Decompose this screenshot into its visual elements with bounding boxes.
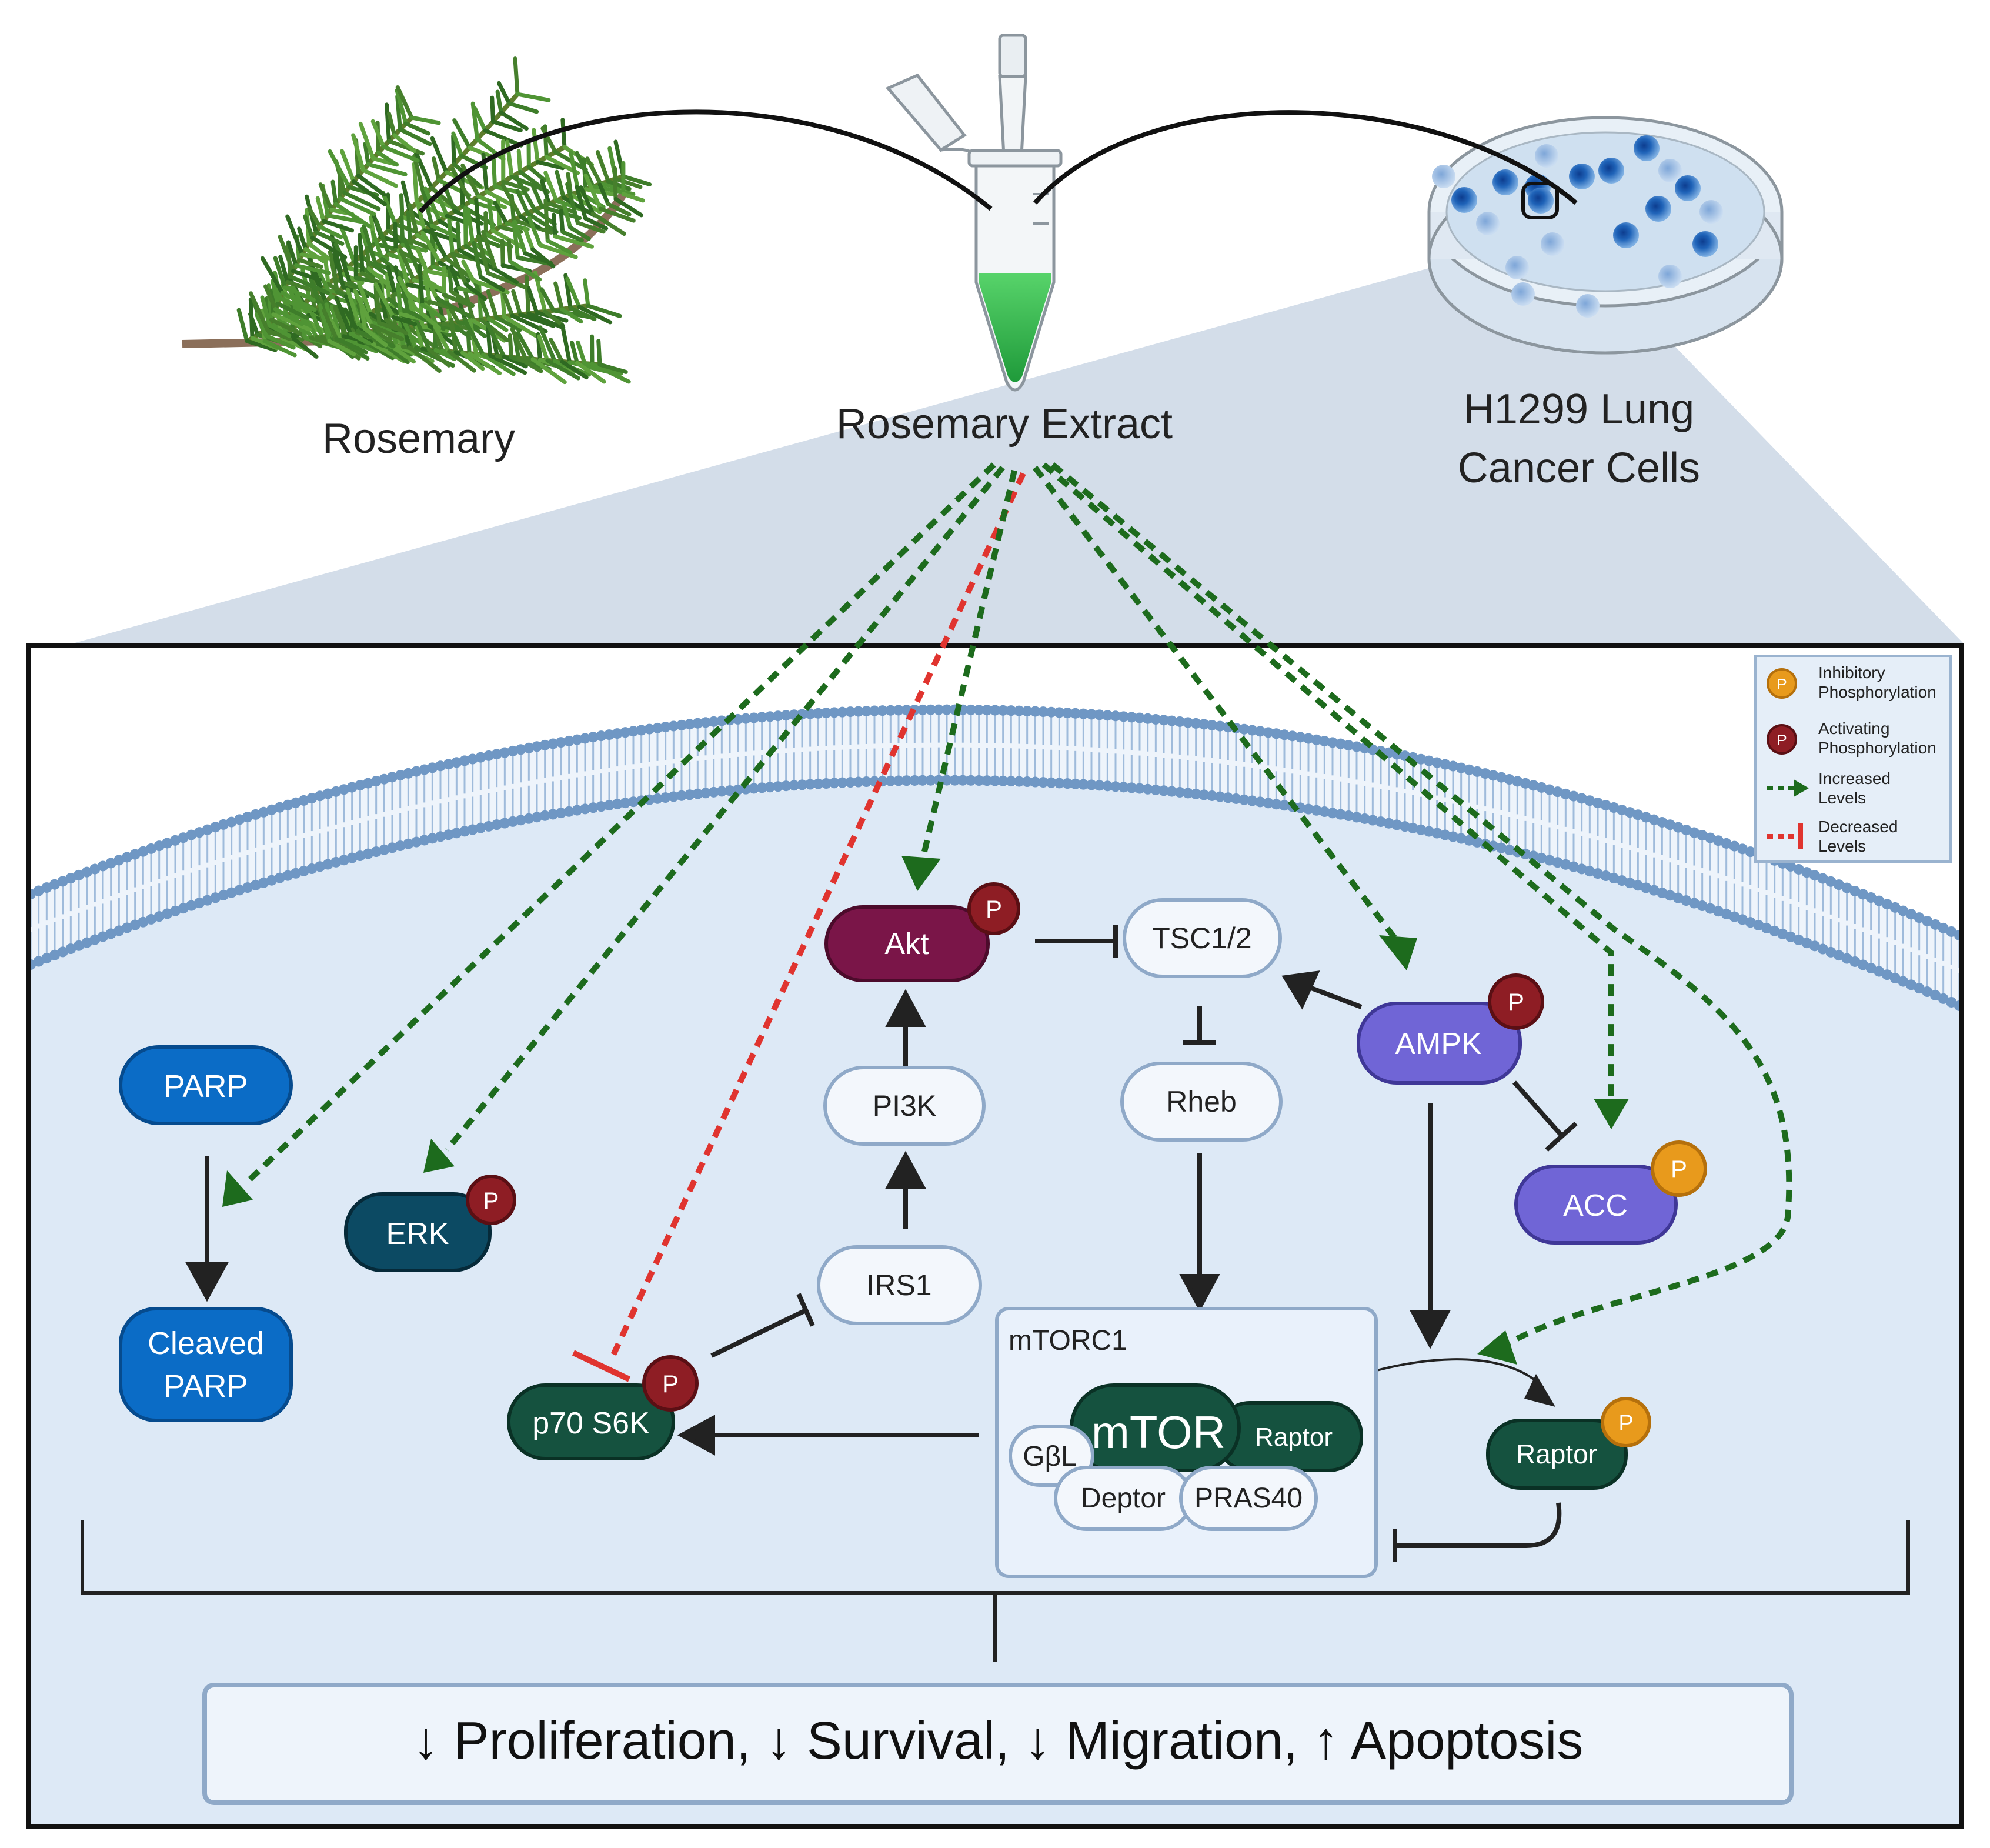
erk-node [344,1192,492,1272]
ampk-phospho-label: P [1508,988,1524,1016]
deptor-label: Deptor [1081,1483,1166,1514]
legend: P Inhibitory Phosphorylation P Activatin… [1754,655,1952,863]
p70-node [507,1383,675,1460]
rosemary-illustration [182,56,652,385]
ampk-node [1357,1002,1522,1085]
petri-dish-illustration [1427,116,1784,355]
gbl-label: GβL [1023,1441,1077,1472]
pras40-label: PRAS40 [1194,1483,1303,1514]
tube-illustration [885,34,1063,392]
mtorc1-complex: mTORC1 Raptor mTOR GβL Deptor PRAS40 [995,1307,1378,1578]
dashed-edges [245,462,1792,1360]
cells-label-line1: H1299 Lung [1464,386,1694,433]
raptor-phospho-label: P [1618,1411,1633,1436]
rheb-label: Rheb [1166,1085,1237,1118]
pi3k-node [823,1066,986,1146]
arrow-rosemary-to-extract [419,109,993,214]
legend-increased-line1: Increased [1818,769,1891,788]
p70-phospho-icon [642,1355,699,1412]
legend-decreased-line2: Levels [1818,837,1866,855]
tsc-node [1123,898,1282,978]
legend-activating-icon [1767,724,1797,755]
cleaved-parp-line1: Cleaved [148,1326,264,1361]
tsc-label: TSC1/2 [1152,922,1252,955]
rheb-node [1120,1062,1283,1142]
legend-increased-line2: Levels [1818,789,1866,807]
raptor-phospho-icon [1601,1397,1651,1447]
legend-increase-head [1794,779,1809,797]
parp-label: PARP [163,1069,248,1104]
p70-phospho-label: P [662,1370,679,1397]
erk-phospho-icon [466,1175,516,1225]
solid-edges [185,925,1578,1562]
legend-inhibitory-line2: Phosphorylation [1818,683,1936,701]
raptor-complex-label: Raptor [1255,1423,1333,1452]
irs1-label: IRS1 [866,1269,931,1302]
cleaved-parp-line2: PARP [163,1369,248,1404]
arrow-extract-to-cells [1033,110,1578,205]
acc-node [1514,1165,1678,1245]
pras40-node [1179,1466,1318,1531]
mtor-raptor-head [1524,1374,1555,1407]
akt-phospho-label: P [986,895,1002,923]
acc-label: ACC [1563,1189,1628,1223]
irs1-node [817,1245,982,1325]
cleaved-parp-node [119,1307,293,1422]
mtor-label: mTOR [1091,1406,1226,1458]
akt-phospho-icon [967,882,1020,935]
legend-inhibitory-line1: Inhibitory [1818,663,1885,682]
outcome-text: ↓ Proliferation, ↓ Survival, ↓ Migration… [413,1712,1584,1770]
akt-node [824,905,990,982]
dashed-arrowheads [222,856,1629,1382]
cytoplasm [31,785,1959,1824]
erk-label: ERK [386,1217,449,1251]
extract-label: Rosemary Extract [836,401,1173,448]
pi3k-label: PI3K [873,1089,936,1122]
acc-phospho-icon [1651,1140,1707,1197]
legend-inhibitory-icon [1767,668,1797,699]
outcome-box [202,1683,1794,1805]
cell-membrane [31,704,1959,1011]
legend-decreased-line1: Decreased [1818,818,1898,836]
erk-phospho-label: P [483,1188,499,1214]
parp-node [119,1045,293,1125]
ampk-phospho-icon [1488,973,1544,1030]
zoom-wedge [71,247,1964,644]
ampk-label: AMPK [1395,1027,1482,1061]
legend-activating-line1: Activating [1818,719,1889,738]
rosemary-label: Rosemary [322,415,515,462]
p70-label: p70 S6K [532,1406,650,1440]
akt-label: Akt [884,927,929,961]
legend-activating-line2: Phosphorylation [1818,739,1936,757]
legend-inhibitory-p: P [1777,675,1787,693]
cells-label-line2: Cancer Cells [1458,445,1700,492]
legend-activating-p: P [1777,731,1787,749]
raptor-free-label: Raptor [1516,1439,1597,1469]
raptor-free-node [1486,1419,1628,1490]
acc-phospho-label: P [1671,1155,1687,1183]
mtorc1-title: mTORC1 [1009,1325,1127,1356]
